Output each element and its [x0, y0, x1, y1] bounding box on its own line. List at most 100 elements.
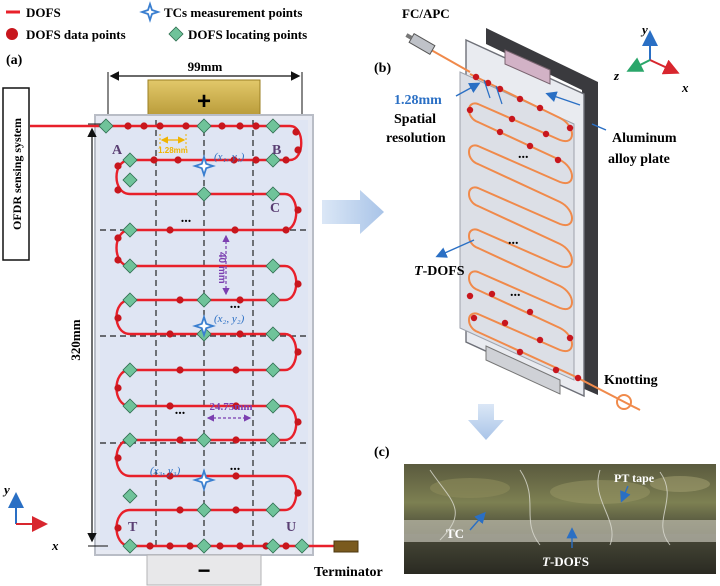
data-point: [166, 542, 174, 550]
panel-b: (b) FC/APC: [374, 6, 689, 411]
b-data-point: [496, 85, 504, 93]
b-data-point: [542, 130, 550, 138]
data-point: [292, 128, 300, 136]
b-data-points: [466, 73, 582, 382]
plate-bottom-tab: [485, 345, 561, 395]
spacing-2475-label: 24.75mm: [209, 401, 252, 413]
locating-point: [265, 186, 281, 202]
data-point: [114, 186, 122, 194]
resolution-arrow: [455, 82, 481, 97]
b-axis-x-arrow: [649, 59, 680, 75]
fc-apc-label: FC/APC: [402, 6, 450, 21]
data-point: [282, 226, 290, 234]
data-point: [176, 506, 184, 514]
tc-point-3: [192, 468, 216, 492]
legend-data-points: DOFS data points: [26, 27, 126, 42]
b-data-point: [552, 366, 560, 374]
corner-t: T: [128, 520, 138, 535]
b-data-point: [516, 348, 524, 356]
photo-wire: [519, 469, 541, 546]
photo-shine: [650, 476, 710, 492]
locating-point: [122, 398, 138, 414]
b-axis-y-label: y: [640, 22, 648, 37]
data-point: [174, 156, 182, 164]
data-point: [231, 226, 239, 234]
corner-c: C: [270, 201, 280, 216]
resolution-line2: resolution: [386, 131, 446, 146]
height-dim-label: 320mm: [68, 319, 83, 360]
tc1-label: (x₁, y₁): [214, 151, 245, 163]
ellipsis-1: ...: [181, 211, 192, 226]
photo-wire: [429, 469, 456, 541]
data-point: [186, 542, 194, 550]
panel-c-label: (c): [374, 445, 390, 460]
locating-point: [196, 502, 212, 518]
data-point: [294, 418, 302, 426]
data-point: [232, 366, 240, 374]
b-data-point: [566, 334, 574, 342]
minus-sign: −: [198, 558, 211, 583]
b-axis-z-arrow: [626, 57, 651, 72]
t-dofs-photo-italic: T: [542, 554, 551, 569]
data-point: [114, 162, 122, 170]
panel-a-label: (a): [6, 53, 23, 68]
data-point: [166, 472, 174, 480]
resolution-tick-2: [495, 85, 503, 105]
tc-photo-arrow: [469, 511, 486, 531]
locating-point: [122, 172, 138, 188]
locating-point-legend-icon: [168, 26, 184, 42]
data-point: [114, 524, 122, 532]
b-ellipsis-3: ...: [510, 285, 521, 300]
tc2-label: (x₂, y₂): [214, 313, 245, 325]
data-point: [236, 296, 244, 304]
data-point: [294, 489, 302, 497]
t-dofs-photo-rest: -DOFS: [550, 554, 589, 569]
data-point: [294, 280, 302, 288]
data-point: [232, 472, 240, 480]
b-data-point: [554, 156, 562, 164]
b-axis-x-label: x: [681, 80, 689, 95]
b-data-point: [484, 79, 492, 87]
plate-inner: [459, 71, 575, 381]
locating-point: [122, 538, 138, 554]
locating-point: [294, 538, 310, 554]
ellipsis-2: ...: [230, 297, 241, 312]
tc-point-2: [192, 314, 216, 338]
data-point: [176, 366, 184, 374]
legend-locating-points: DOFS locating points: [188, 27, 307, 42]
data-point: [218, 122, 226, 130]
negative-tab: [146, 554, 262, 586]
locating-point: [265, 362, 281, 378]
locating-points: [98, 118, 310, 554]
legend: DOFS TCs measurement points DOFS data po…: [6, 1, 307, 42]
data-point: [176, 296, 184, 304]
plate-label-leader: [591, 123, 607, 131]
tc3-label: (x₃, y₃): [150, 465, 181, 477]
b-data-point: [536, 104, 544, 112]
locating-point: [122, 432, 138, 448]
b-data-point: [466, 106, 474, 114]
plate-label-arrow: [545, 91, 581, 106]
plate-side: [486, 28, 598, 395]
data-point: [114, 256, 122, 264]
data-point: [140, 122, 148, 130]
spacing-40-label: 40 mm: [216, 252, 227, 284]
data-point: [232, 506, 240, 514]
locating-point: [265, 432, 281, 448]
arrow-b-to-c: [468, 404, 504, 440]
photo-wire: [659, 471, 671, 546]
tc-legend-icon: [139, 1, 161, 23]
locating-point: [196, 118, 212, 134]
locating-point: [122, 152, 138, 168]
panel-a: (a) OFDR sensing system 99mm + −: [2, 53, 383, 586]
data-point: [114, 234, 122, 242]
b-data-point: [470, 314, 478, 322]
locating-point: [265, 152, 281, 168]
terminator-block: [333, 540, 359, 553]
data-point: [176, 436, 184, 444]
plate-top-tab: [504, 49, 551, 85]
tc-points: [192, 154, 216, 492]
pt-tape-arrow: [620, 485, 631, 503]
b-data-point: [536, 336, 544, 344]
